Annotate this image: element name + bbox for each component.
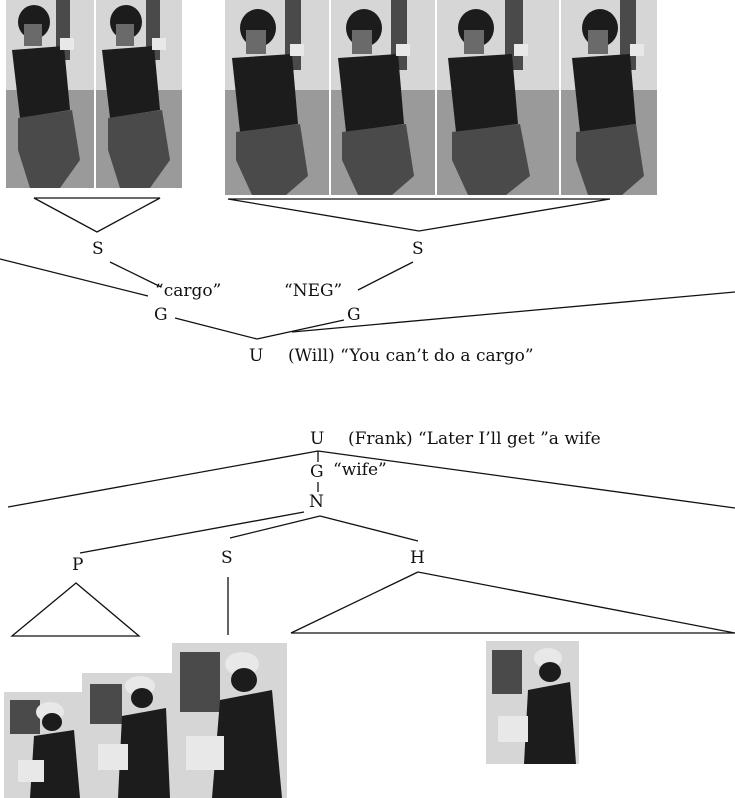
triangle-p bbox=[10, 582, 141, 637]
photo-bottom-right bbox=[486, 641, 579, 764]
gloss-wife: “wife” bbox=[333, 460, 387, 480]
branch-right-bottom bbox=[317, 450, 735, 509]
node-g-right: G bbox=[347, 305, 361, 325]
node-s-left: S bbox=[92, 239, 104, 259]
utterance-frank: (Frank) “Later I’ll get ”a wife bbox=[348, 429, 601, 449]
gloss-neg: “NEG” bbox=[284, 281, 342, 301]
video-frame-6 bbox=[561, 0, 657, 195]
gloss-cargo: “cargo” bbox=[155, 281, 221, 301]
photo-strip-bottom-left bbox=[4, 643, 287, 798]
edge-g-left-to-u bbox=[174, 317, 258, 340]
node-h: H bbox=[410, 548, 425, 568]
triangle-h bbox=[290, 571, 735, 634]
video-frame-9 bbox=[172, 643, 287, 798]
video-frame-8 bbox=[82, 673, 172, 798]
node-g-left: G bbox=[154, 305, 168, 325]
edge-n-to-h bbox=[319, 515, 419, 542]
video-frame-2 bbox=[96, 0, 182, 188]
node-s-right: S bbox=[412, 239, 424, 259]
edge-n-to-s bbox=[229, 515, 321, 539]
video-frame-5 bbox=[437, 0, 559, 195]
branch-left-margin bbox=[0, 258, 149, 297]
video-frame-4 bbox=[331, 0, 435, 195]
utterance-will: (Will) “You can’t do a cargo” bbox=[288, 346, 534, 366]
photo-strip-top-left bbox=[6, 0, 182, 188]
branch-right-margin bbox=[291, 291, 735, 333]
node-n: N bbox=[309, 492, 324, 512]
triangle-left-top bbox=[33, 197, 161, 233]
video-frame-7 bbox=[4, 692, 84, 798]
branch-left-bottom bbox=[7, 450, 319, 508]
edge-s-left-to-g-left bbox=[109, 261, 162, 288]
triangle-right-top bbox=[227, 198, 611, 232]
edge-g-right-to-u bbox=[256, 319, 345, 340]
node-p: P bbox=[72, 555, 83, 575]
video-frame-10 bbox=[486, 641, 579, 764]
node-g-bottom: G bbox=[310, 462, 324, 482]
edge-n-to-p bbox=[79, 511, 305, 554]
video-frame-1 bbox=[6, 0, 94, 188]
photo-strip-top-right bbox=[225, 0, 657, 195]
node-u-top: U bbox=[249, 346, 263, 366]
video-frame-3 bbox=[225, 0, 329, 195]
edge-s-right-to-g-right bbox=[357, 261, 414, 291]
node-u-bottom: U bbox=[310, 429, 324, 449]
node-s-bottom: S bbox=[221, 548, 233, 568]
